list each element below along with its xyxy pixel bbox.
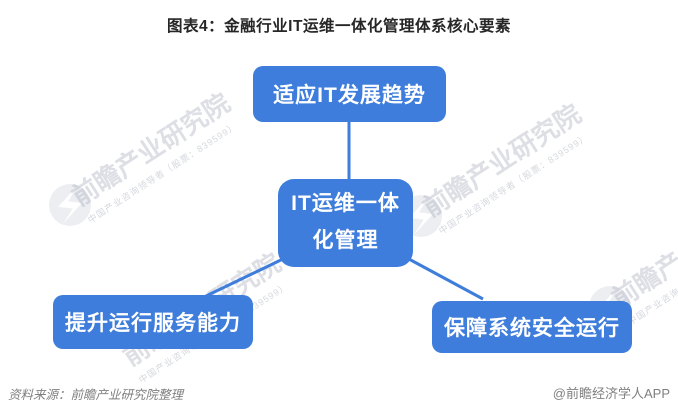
node-it-ops-integrated-management: IT运维一体 化管理 (278, 179, 413, 267)
credit-note: @前瞻经济学人APP (552, 386, 670, 401)
node-improve-operation-service: 提升运行服务能力 (53, 295, 253, 349)
qianzhan-logo-icon (49, 184, 91, 226)
node-label: 提升运行服务能力 (65, 312, 241, 335)
node-label: 适应IT发展趋势 (273, 84, 426, 107)
source-note: 资料来源：前瞻产业研究院整理 (8, 388, 184, 402)
node-label: 保障系统安全运行 (444, 317, 620, 340)
node-adapt-it-trends: 适应IT发展趋势 (253, 66, 446, 122)
watermark: 前瞻产业研究院 中国产业咨询领导者（股票：839599） (49, 87, 239, 226)
figure-title: 图表4：金融行业IT运维一体化管理体系核心要素 (167, 18, 511, 35)
node-ensure-system-security: 保障系统安全运行 (432, 301, 632, 353)
node-label-line2: 化管理 (312, 229, 379, 252)
node-label-line1: IT运维一体 (291, 192, 400, 216)
